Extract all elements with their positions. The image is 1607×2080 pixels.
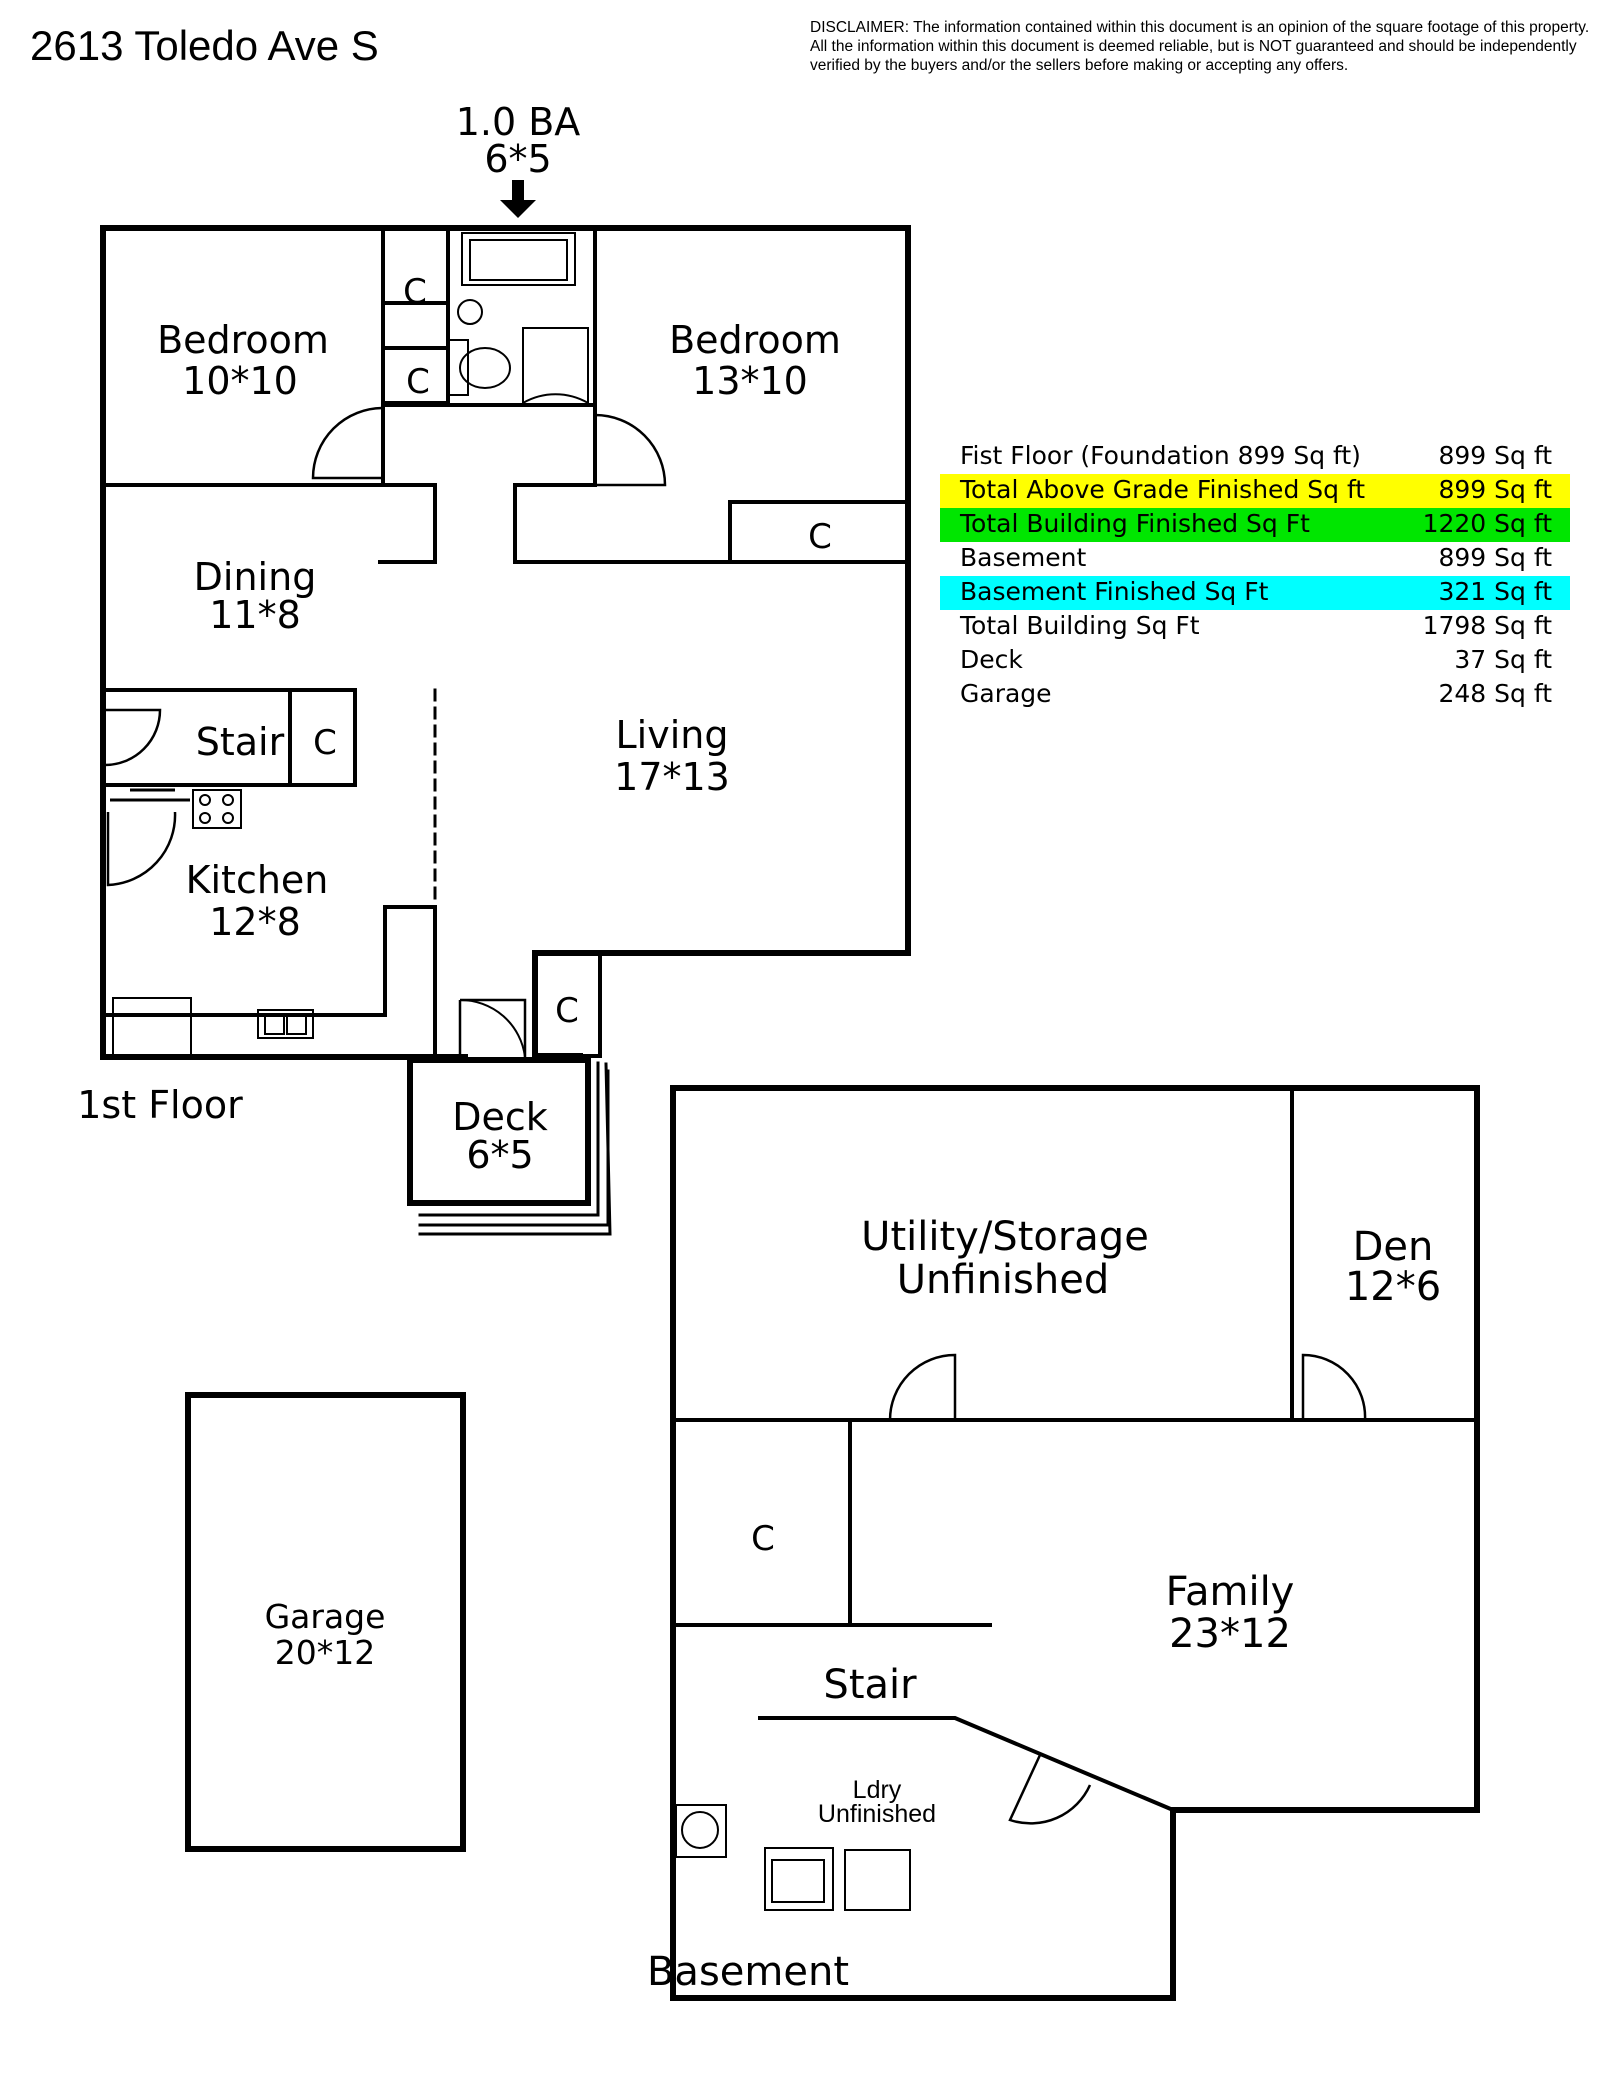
basement-doors bbox=[888, 1353, 1367, 1825]
family-size: 23*12 bbox=[1169, 1611, 1291, 1657]
utility-note: Unfinished bbox=[897, 1257, 1109, 1303]
den-name: Den bbox=[1353, 1224, 1434, 1270]
closet-mark-1: C bbox=[403, 272, 427, 312]
area-row: Deck 37 Sq ft bbox=[940, 644, 1570, 678]
dining-name: Dining bbox=[194, 555, 317, 599]
area-row-label: Total Above Grade Finished Sq ft bbox=[960, 475, 1366, 504]
area-row: Total Building Sq Ft 1798 Sq ft bbox=[940, 610, 1570, 644]
area-row-value: 37 Sq ft bbox=[1454, 645, 1552, 674]
area-row-value: 1798 Sq ft bbox=[1422, 611, 1552, 640]
area-row-label: Garage bbox=[960, 679, 1052, 708]
bath-size: 6*5 bbox=[484, 137, 551, 181]
bedroom-right-name: Bedroom bbox=[669, 318, 841, 362]
area-row-value: 899 Sq ft bbox=[1438, 543, 1552, 572]
basement-stair-name: Stair bbox=[823, 1662, 917, 1708]
area-row-label: Total Building Sq Ft bbox=[960, 611, 1200, 640]
area-row-label: Fist Floor (Foundation 899 Sq ft) bbox=[960, 441, 1361, 470]
laundry-fixtures bbox=[675, 1804, 911, 1911]
area-row-value: 248 Sq ft bbox=[1438, 679, 1552, 708]
dining-size: 11*8 bbox=[209, 593, 301, 637]
bedroom-left-size: 10*10 bbox=[182, 359, 298, 403]
kitchen-size: 12*8 bbox=[209, 900, 301, 944]
bath-fixtures bbox=[447, 232, 576, 396]
property-address: 2613 Toledo Ave S bbox=[30, 22, 379, 69]
stair-name: Stair bbox=[196, 720, 285, 764]
first-floor-label: 1st Floor bbox=[77, 1083, 243, 1127]
garage-size: 20*12 bbox=[275, 1633, 375, 1672]
area-row-highlight-green: Total Building Finished Sq Ft 1220 Sq ft bbox=[940, 508, 1570, 542]
basement-label: Basement bbox=[647, 1949, 849, 1995]
deck-size: 6*5 bbox=[466, 1133, 533, 1177]
den-size: 12*6 bbox=[1345, 1264, 1441, 1310]
family-name: Family bbox=[1166, 1569, 1295, 1615]
disclaimer-text: DISCLAIMER: The information contained wi… bbox=[810, 19, 1590, 74]
laundry-name: Ldry bbox=[853, 1776, 902, 1804]
area-row: Garage 248 Sq ft bbox=[940, 678, 1570, 712]
area-row-label: Deck bbox=[960, 645, 1023, 674]
basement-plan bbox=[670, 1085, 1480, 2001]
basement-labels: Utility/Storage Unfinished Den 12*6 Fami… bbox=[751, 1214, 1441, 1828]
area-row-value: 899 Sq ft bbox=[1438, 441, 1552, 470]
area-row-highlight-cyan: Basement Finished Sq Ft 321 Sq ft bbox=[940, 576, 1570, 610]
garage-outline bbox=[185, 1392, 466, 1852]
first-floor-labels: 1.0 BA 6*5 Bedroom 10*10 Bedroom 13*10 D… bbox=[157, 100, 841, 1177]
area-row-value: 899 Sq ft bbox=[1438, 475, 1552, 504]
laundry-note: Unfinished bbox=[818, 1800, 936, 1828]
first-floor-doors bbox=[104, 327, 667, 1058]
bedroom-right-size: 13*10 bbox=[692, 359, 808, 403]
garage-name: Garage bbox=[265, 1597, 386, 1636]
area-row: Fist Floor (Foundation 899 Sq ft) 899 Sq … bbox=[940, 440, 1570, 474]
first-floor-plan bbox=[100, 225, 911, 1236]
area-row-value: 1220 Sq ft bbox=[1422, 509, 1552, 538]
kitchen-fixtures bbox=[110, 788, 314, 1058]
area-row: Basement 899 Sq ft bbox=[940, 542, 1570, 576]
area-row-value: 321 Sq ft bbox=[1438, 577, 1552, 606]
area-row-label: Basement Finished Sq Ft bbox=[960, 577, 1269, 606]
bath-arrow-icon bbox=[500, 180, 536, 218]
area-row-highlight-yellow: Total Above Grade Finished Sq ft 899 Sq f… bbox=[940, 474, 1570, 508]
area-row-label: Basement bbox=[960, 543, 1087, 572]
bedroom-left-name: Bedroom bbox=[157, 318, 329, 362]
living-size: 17*13 bbox=[614, 755, 730, 799]
closet-mark-2: C bbox=[406, 362, 430, 402]
closet-mark-4: C bbox=[313, 723, 337, 763]
deck-name: Deck bbox=[452, 1095, 548, 1139]
closet-mark-3: C bbox=[808, 517, 832, 557]
area-row-label: Total Building Finished Sq Ft bbox=[960, 509, 1310, 538]
closet-mark-5: C bbox=[555, 991, 579, 1031]
utility-name: Utility/Storage bbox=[861, 1214, 1149, 1260]
area-summary-table: Fist Floor (Foundation 899 Sq ft) 899 Sq … bbox=[940, 440, 1570, 712]
basement-closet-mark: C bbox=[751, 1519, 775, 1559]
kitchen-name: Kitchen bbox=[186, 858, 329, 902]
bath-name: 1.0 BA bbox=[456, 100, 581, 144]
living-name: Living bbox=[616, 713, 729, 757]
